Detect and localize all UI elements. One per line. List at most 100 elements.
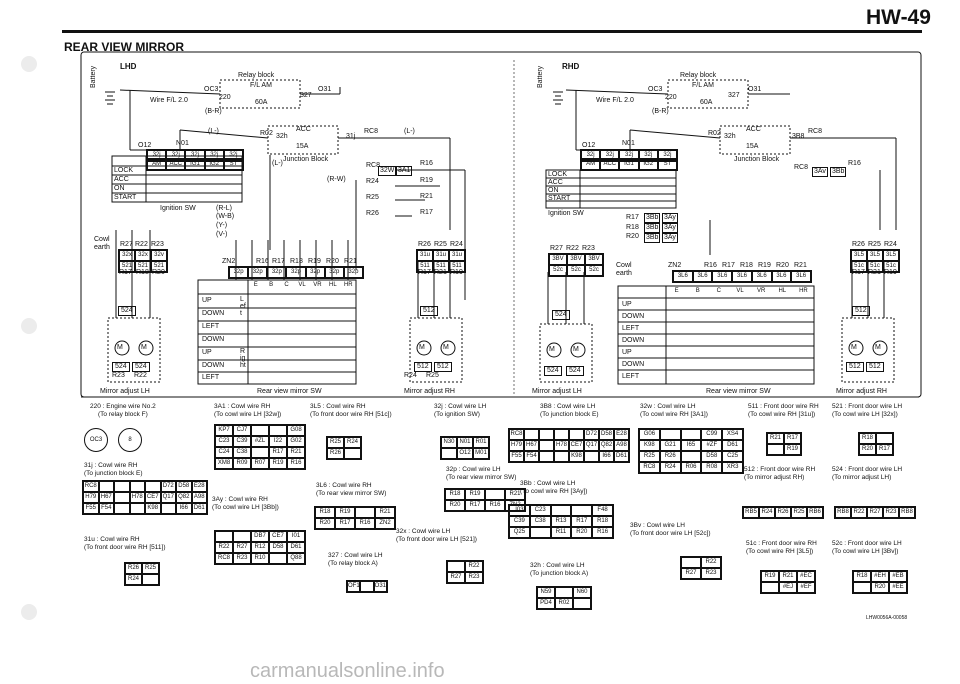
lhd-br-wire: (B-R) xyxy=(205,108,222,115)
connector-oc3: OC3 xyxy=(84,428,108,452)
lhd-r24b: R24 xyxy=(404,372,417,379)
legend-3a1: 3A1 : Cowl wire RH (To cowl wire LH [32w… xyxy=(214,403,282,418)
lhd-r25b: R25 xyxy=(426,372,439,379)
legend-32h: 32h : Cowl wire LH (To junction block A) xyxy=(530,562,589,577)
rhd-motor-1: M xyxy=(549,346,555,353)
rhd-rc8: RC8 xyxy=(808,128,823,135)
lhd-motor-4: M xyxy=(443,344,449,351)
page-number: HW-49 xyxy=(866,6,931,29)
lhd-ign-row-on: ON xyxy=(114,185,125,192)
legend-52c: 52c : Front door wire LH (To cowl wire L… xyxy=(832,540,902,555)
rhd-sw-row-down3: DOWN xyxy=(622,361,645,368)
lhd-sw-r18: R18 xyxy=(290,258,303,265)
lhd-wire-y: (Y-) xyxy=(216,222,228,229)
rhd-zn2: ZN2 xyxy=(668,262,682,269)
lhd-battery-label: Battery xyxy=(90,65,97,88)
lhd-rh-r21: R21 xyxy=(434,269,447,276)
lhd-c327: 327 xyxy=(300,92,312,99)
rhd-motor-3: M xyxy=(851,344,857,351)
lhd-r25: R25 xyxy=(366,194,379,201)
lhd-rc8b: RC8 xyxy=(366,162,381,169)
lhd-rh-r19: R19 xyxy=(450,269,463,276)
legend-32x: 32x : Cowl wire LH (To front door wire L… xyxy=(396,528,477,543)
rhd-r02: R02 xyxy=(708,130,721,137)
section-title: REAR VIEW MIRROR xyxy=(64,40,184,54)
rhd-conn-524-b: 524 xyxy=(566,366,584,376)
rhd-sw-row-left2: LEFT xyxy=(622,373,640,380)
rhd-battery-label: Battery xyxy=(537,65,544,88)
rhd-oc3: OC3 xyxy=(648,86,663,93)
lhd-relay-block-label: Relay block xyxy=(238,72,275,79)
rhd-conn-524-top: 524 xyxy=(552,310,570,320)
lhd-rh-r24: R24 xyxy=(450,241,463,248)
header-rule xyxy=(62,30,922,33)
rhd-c220: 220 xyxy=(665,94,677,101)
lhd-wire-fl: Wire F/L 2.0 xyxy=(150,97,188,104)
lhd-sw-r21: R21 xyxy=(344,258,357,265)
lhd-sw-r19: R19 xyxy=(308,258,321,265)
rhd-r23: R23 xyxy=(582,245,595,252)
rhd-c3bb-b: 3Bb xyxy=(644,223,661,233)
lhd-motor-2: M xyxy=(141,344,147,351)
lhd-ign-row-lock: LOCK xyxy=(114,167,134,174)
lhd-r20: R20 xyxy=(152,269,165,276)
lhd-acc-label: ACC xyxy=(296,126,311,133)
rhd-acc-label: ACC xyxy=(746,126,761,133)
lhd-wire-l2: (L-) xyxy=(404,128,415,135)
rhd-conn-524-a: 524 xyxy=(544,366,562,376)
rhd-sw-row-down2: DOWN xyxy=(622,337,645,344)
lhd-r23-bottom: R23 xyxy=(112,372,125,379)
lhd-ign-row-acc: ACC xyxy=(114,176,129,183)
rhd-relay-block-label: Relay block xyxy=(680,72,717,79)
legend-31u: 31u : Cowl wire RH (To front door wire R… xyxy=(84,536,166,551)
legend-3bb: 3Bb : Cowl wire LH (To cowl wire RH [3Ay… xyxy=(520,480,588,495)
legend-327: 327 : Cowl wire LH (To relay block A) xyxy=(328,552,383,567)
rhd-sw-r19: R19 xyxy=(758,262,771,269)
rhd-label: RHD xyxy=(562,62,580,71)
rhd-wire-fl: Wire F/L 2.0 xyxy=(596,97,634,104)
lhd-fl-am-label: F/L AM xyxy=(250,82,272,89)
lhd-sw-right-word: Right xyxy=(240,348,246,369)
connector-52c: R18#EH#EB R20#EE xyxy=(852,570,908,594)
lhd-mirror-adjust-lh: Mirror adjust LH xyxy=(100,388,150,395)
rhd-ign-row-on: ON xyxy=(548,187,559,194)
rhd-r16: R16 xyxy=(848,160,861,167)
rhd-fl-am-label: F/L AM xyxy=(692,82,714,89)
rhd-c3ay-c: 3Ay xyxy=(662,233,678,243)
lhd-rear-view-mirror-sw: Rear view mirror SW xyxy=(257,388,322,395)
lhd-r24: R24 xyxy=(366,178,379,185)
rhd-c3bb: 3Bb xyxy=(830,167,847,177)
lhd-wire-rw: (R-W) xyxy=(327,176,346,183)
lhd-rh-r25: R25 xyxy=(434,241,447,248)
lhd-wire-l1: (L-) xyxy=(208,128,219,135)
rhd-sw-r21: R21 xyxy=(794,262,807,269)
rhd-o12: O12 xyxy=(582,142,596,149)
rhd-junction-block: Junction Block xyxy=(734,156,780,163)
rhd-c3av: 3Av xyxy=(812,167,828,177)
lhd-r16: R16 xyxy=(420,160,433,167)
lhd-wire-v: (V-) xyxy=(216,231,228,238)
lhd-r26: R26 xyxy=(366,210,379,217)
lhd-rc8: RC8 xyxy=(364,128,379,135)
rhd-c32h: 32h xyxy=(724,133,736,140)
rhd-ign-row-lock: LOCK xyxy=(548,171,568,178)
rhd-rh-r19: R19 xyxy=(884,269,897,276)
